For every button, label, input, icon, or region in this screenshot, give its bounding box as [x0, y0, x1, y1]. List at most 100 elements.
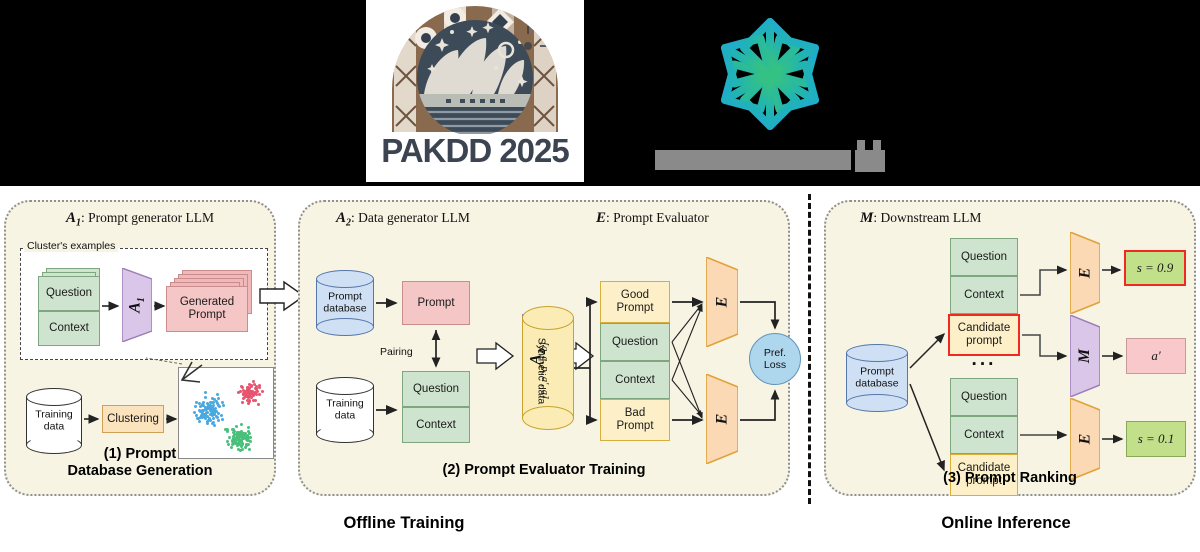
scatter-point	[245, 391, 249, 395]
panel3-evaluator-bottom-glyph: E	[1075, 433, 1093, 445]
scatter-point	[237, 391, 240, 395]
panel3-ellipsis: ···	[971, 354, 997, 375]
scatter-point	[243, 432, 247, 436]
scatter-point	[233, 430, 237, 434]
candidate-prompt-bottom-line2: prompt	[966, 475, 1002, 487]
evaluator-bottom-glyph: E	[712, 413, 730, 425]
scatter-point	[221, 404, 225, 408]
score-low-box: s = 0.1	[1126, 421, 1186, 457]
scatter-point	[235, 435, 239, 439]
scatter-point	[247, 382, 251, 386]
scatter-point	[215, 414, 218, 418]
scatter-point	[246, 429, 250, 433]
scatter-point	[240, 432, 244, 436]
panel2-prompt-database-cylinder: Prompt database	[316, 270, 374, 336]
downstream-model-shape	[1070, 315, 1100, 397]
scatter-point	[207, 418, 211, 422]
candidate-prompt-top-line1: Candidate	[957, 322, 1011, 335]
scatter-point	[247, 447, 251, 451]
panel3-header: M: Downstream LLM	[860, 210, 982, 226]
scatter-point	[248, 386, 252, 390]
panel2-header-a2: A2: Data generator LLM	[336, 210, 470, 229]
panel1-question-box: Question	[38, 276, 100, 311]
scatter-point	[248, 439, 252, 443]
scatter-point	[209, 400, 213, 404]
scatter-point	[226, 427, 230, 431]
scatter-point	[230, 442, 234, 446]
scatter-point	[252, 398, 256, 402]
scatter-point	[257, 383, 261, 387]
synthetic-data-cylinder	[522, 306, 574, 430]
scatter-point	[209, 403, 213, 407]
a1-glyph: A1	[126, 297, 148, 313]
scatter-point	[257, 402, 261, 406]
scatter-point	[213, 397, 216, 401]
scatter-point	[219, 413, 223, 417]
panel1-training-data-cylinder: Training data	[26, 388, 82, 454]
panel3-caption: (3) Prompt Ranking	[826, 470, 1194, 487]
scatter-point	[197, 419, 201, 423]
panel3-prompt-database-label: Prompt database	[855, 365, 899, 389]
scatter-point	[216, 397, 220, 401]
scatter-point	[213, 424, 217, 428]
scatter-point	[232, 436, 235, 440]
panel3-caption-line1: (3) Prompt Ranking	[943, 470, 1077, 486]
clustering-box: Clustering	[102, 405, 164, 433]
partner-logo	[655, 8, 885, 178]
offline-training-label: Offline Training	[343, 514, 465, 532]
generated-prompt-line1: Generated	[179, 296, 235, 309]
scatter-point	[195, 414, 199, 418]
scatter-point	[248, 391, 252, 395]
scatter-point	[202, 415, 206, 419]
scatter-point	[221, 417, 225, 421]
panel3-prompt-database-cylinder: Prompt database	[846, 344, 908, 412]
evaluator-block-top: E	[706, 257, 738, 347]
scatter-point	[217, 411, 221, 415]
scatter-point	[201, 403, 204, 407]
candidate-prompt-bottom-line1: Candidate	[957, 462, 1011, 475]
panel2-prompt-box: Prompt	[402, 281, 470, 325]
pairing-label: Pairing	[380, 346, 413, 358]
scatter-point	[205, 422, 209, 426]
panel1-header-symbol: A	[65, 210, 76, 226]
panel-prompt-database-generation: A1: Prompt generator LLM Cluster's examp…	[4, 200, 276, 496]
scatter-point	[237, 435, 241, 439]
scatter-point	[211, 417, 215, 421]
panel2-training-data-label: Training data	[326, 397, 364, 421]
scatter-point	[228, 435, 231, 439]
scatter-point	[211, 411, 215, 415]
scatter-point	[240, 385, 243, 389]
scatter-point	[254, 398, 258, 402]
scatter-point	[197, 408, 201, 412]
candidate-prompt-top-line2: prompt	[966, 335, 1002, 347]
scatter-point	[207, 407, 211, 411]
scatter-point	[203, 390, 207, 394]
panel2-context-box: Context	[402, 407, 470, 443]
scatter-point	[197, 402, 201, 406]
synthetic-data-tuple: [q, c, p, a′, a]	[539, 341, 551, 400]
scatter-point	[212, 413, 216, 417]
online-inference-label: Online Inference	[941, 514, 1071, 532]
scatter-point	[246, 443, 250, 446]
pref-loss-circle: Pref. Loss	[749, 333, 801, 385]
scatter-point	[239, 439, 243, 443]
scatter-point	[201, 410, 204, 414]
evaluator-block-bottom: E	[706, 374, 738, 464]
scatter-point	[249, 436, 253, 440]
generated-prompt-box: Generated Prompt	[166, 286, 248, 332]
partner-wordmark-redacted	[645, 138, 895, 186]
scatter-point	[258, 386, 262, 389]
scatter-point	[209, 405, 212, 409]
scatter-point	[195, 417, 199, 421]
scatter-point	[204, 396, 208, 400]
scatter-point	[208, 409, 212, 413]
scatter-point	[205, 415, 209, 419]
scatter-point	[220, 401, 224, 405]
scatter-point	[254, 387, 258, 391]
scatter-point	[256, 390, 260, 393]
scatter-point	[215, 409, 219, 413]
scatter-point	[233, 442, 237, 446]
scatter-point	[199, 415, 203, 419]
scatter-point	[215, 402, 219, 406]
scatter-point	[193, 411, 197, 415]
